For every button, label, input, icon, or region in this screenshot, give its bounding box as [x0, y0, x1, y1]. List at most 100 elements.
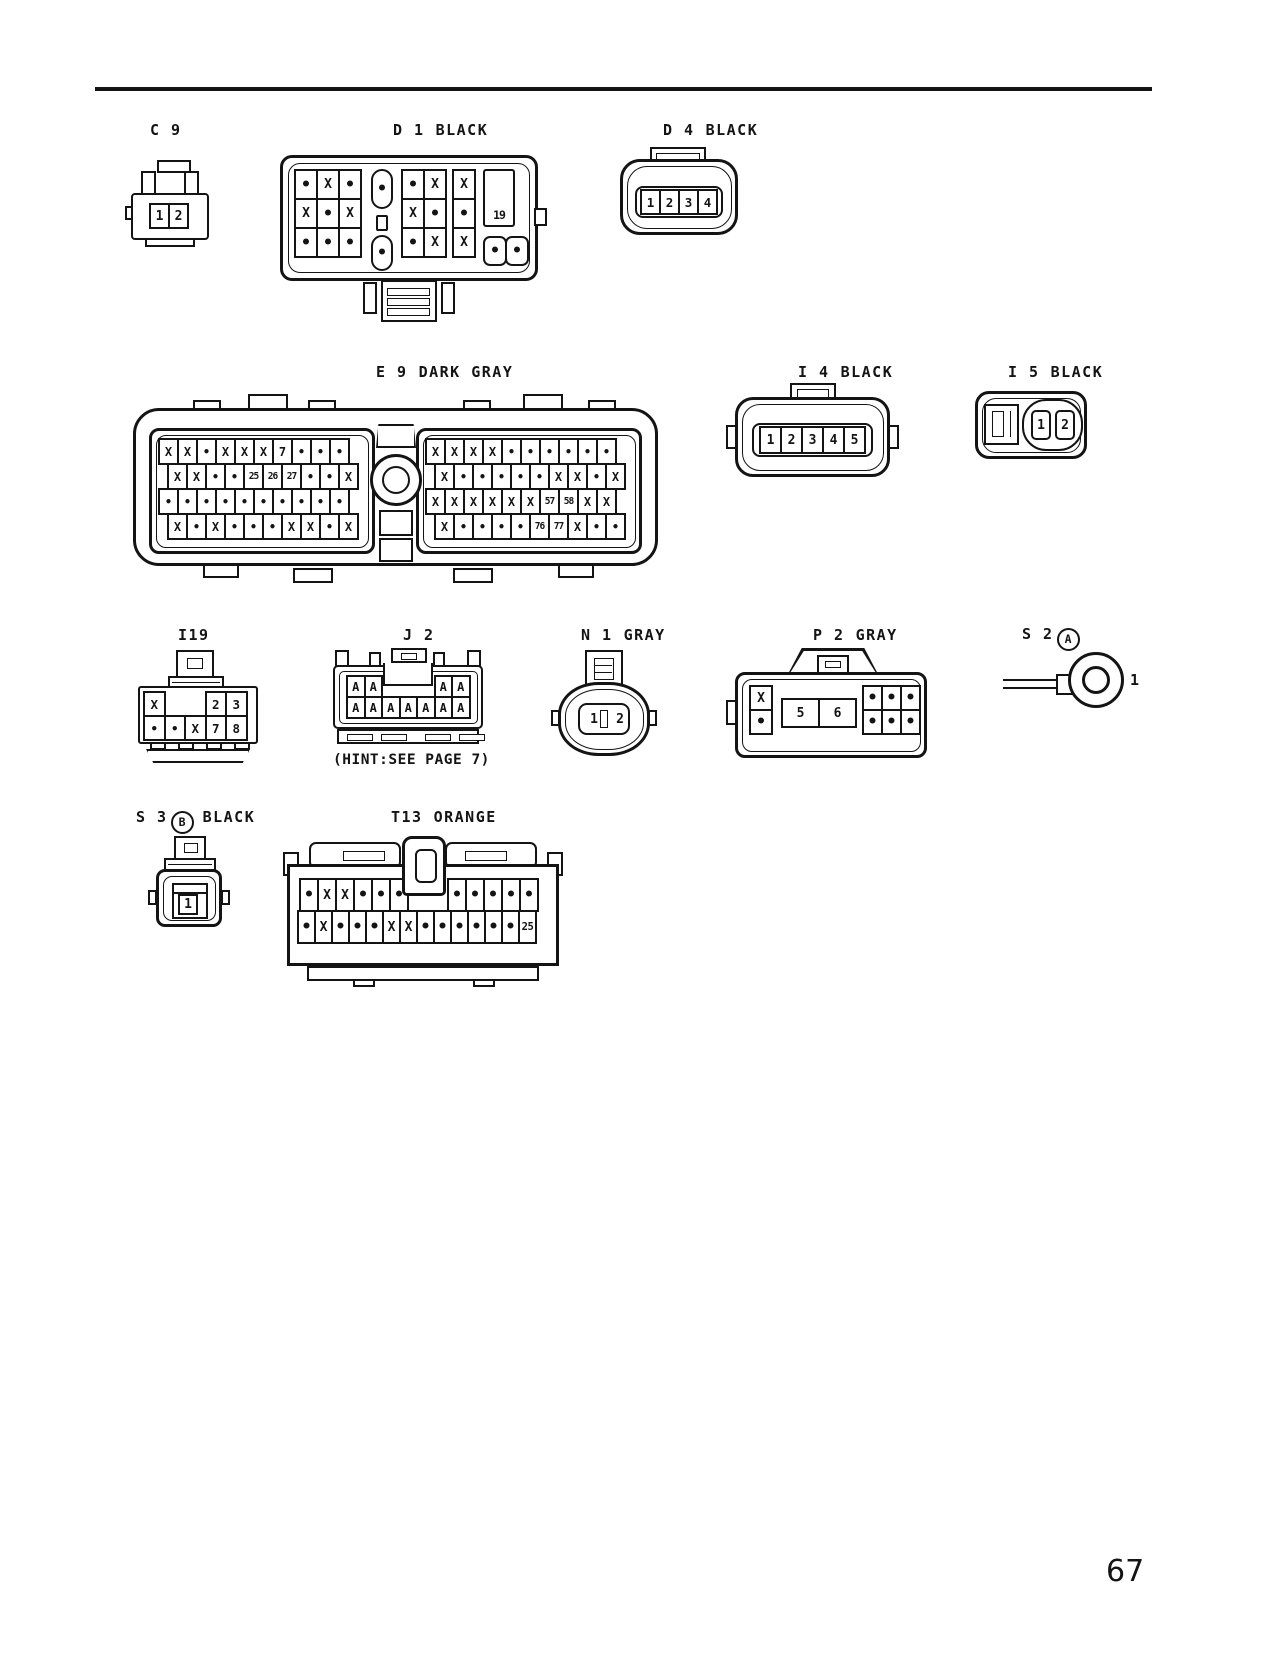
- pin-cell: •: [447, 878, 467, 912]
- c9-top-tab: [157, 160, 191, 173]
- pin-cell: X: [215, 438, 236, 465]
- pin-cell: •: [505, 236, 529, 266]
- pin-cell: 1: [640, 189, 661, 215]
- pin-cell: X: [482, 488, 503, 515]
- pin-cell: •: [491, 513, 512, 540]
- page-top-rule: [95, 87, 1152, 91]
- connector-id: D 4: [663, 121, 695, 139]
- variant-circle: B: [170, 810, 194, 834]
- pin-cell: 7: [272, 438, 293, 465]
- pin-cell: X: [425, 438, 446, 465]
- pin-cell: •: [177, 488, 198, 515]
- pin-cell: X: [452, 227, 476, 258]
- connector-color: GRAY: [855, 626, 898, 644]
- pin-cell: •: [423, 198, 447, 229]
- pin-cell: X: [520, 488, 541, 515]
- connector-id: S 3: [136, 808, 168, 826]
- pin-cell: •: [577, 438, 598, 465]
- pin-cell: •: [472, 463, 493, 490]
- s3-top-tab: [174, 836, 206, 860]
- i19-foot-tab: [206, 742, 222, 750]
- connector-color: DARK GRAY: [418, 363, 514, 381]
- terminal-s2: 1: [1003, 650, 1153, 712]
- pin-cell: •: [586, 463, 607, 490]
- pin-cell: •: [338, 169, 362, 200]
- s3-ear-right: [221, 890, 230, 905]
- pin-cell: •: [472, 513, 493, 540]
- pin-cell: X: [425, 488, 446, 515]
- e9-center-hole: [382, 466, 410, 494]
- j2-latch-inner: [401, 653, 417, 660]
- connector-id: J 2: [403, 626, 435, 644]
- t13-top-bar-right-inner: [465, 851, 507, 861]
- s3-collar-line: [168, 864, 212, 865]
- pin-cell: X: [501, 488, 522, 515]
- t13-center-latch-loop: [415, 849, 437, 883]
- i4-ear-left: [726, 425, 737, 449]
- pin-cell: 1: [149, 203, 170, 229]
- pin-cell: •: [294, 169, 318, 200]
- pin-cell: •: [605, 513, 626, 540]
- pin-cell: •: [319, 463, 340, 490]
- pin-cell: •: [491, 463, 512, 490]
- pin-cell: •: [501, 438, 522, 465]
- connector-color: GRAY: [623, 626, 666, 644]
- pin-cell: X: [205, 513, 226, 540]
- p2-left-column: X•: [749, 685, 773, 735]
- d1-relay-cell: 19: [483, 169, 515, 227]
- pin-cell: •: [338, 227, 362, 258]
- t13-center-latch: [402, 836, 446, 896]
- t13-base: [307, 966, 539, 981]
- pin-row: X•X: [294, 198, 362, 229]
- connector-id: T13: [391, 808, 423, 826]
- pin-cell: X: [463, 488, 484, 515]
- pin-cell: 25: [518, 910, 537, 944]
- i19-collar-line: [172, 682, 220, 683]
- pin-cell: •: [316, 198, 340, 229]
- j2-slot: [459, 734, 485, 741]
- pin-cell: 6: [818, 698, 857, 728]
- pin-cell: X: [423, 227, 447, 258]
- pin-cell: •: [510, 513, 531, 540]
- pin-cell: X: [401, 198, 425, 229]
- pin-cell: X: [577, 488, 598, 515]
- j2-latch: [391, 648, 427, 663]
- s2-pin-label: 1: [1130, 671, 1140, 689]
- c9-side-bump: [125, 206, 133, 220]
- pin-cell: X: [567, 463, 588, 490]
- i19-latch: [176, 650, 214, 678]
- j2-lower-lip: [337, 729, 485, 744]
- t13-foot: [353, 979, 375, 987]
- pin-cell: •: [596, 438, 617, 465]
- connector-id: N 1: [581, 626, 613, 644]
- connector-color: BLACK: [1050, 363, 1104, 381]
- pin-cell: •: [450, 910, 469, 944]
- pin-cell: •: [586, 513, 607, 540]
- pin-cell: •: [316, 227, 340, 258]
- pin-row: X: [452, 169, 476, 200]
- s3-pin-frame: 1: [172, 883, 208, 919]
- pin-cell: 3: [678, 189, 699, 215]
- connector-label-n1: N 1 GRAY: [581, 626, 666, 644]
- pin-cell: •: [310, 438, 331, 465]
- pin-cell: •: [300, 463, 321, 490]
- pin-cell: X: [184, 715, 207, 741]
- pin-cell: •: [272, 488, 293, 515]
- pin-cell: 2: [204, 691, 227, 717]
- n1-latch-line: [595, 672, 612, 673]
- pin-cell: X: [186, 463, 207, 490]
- j2-slot: [347, 734, 373, 741]
